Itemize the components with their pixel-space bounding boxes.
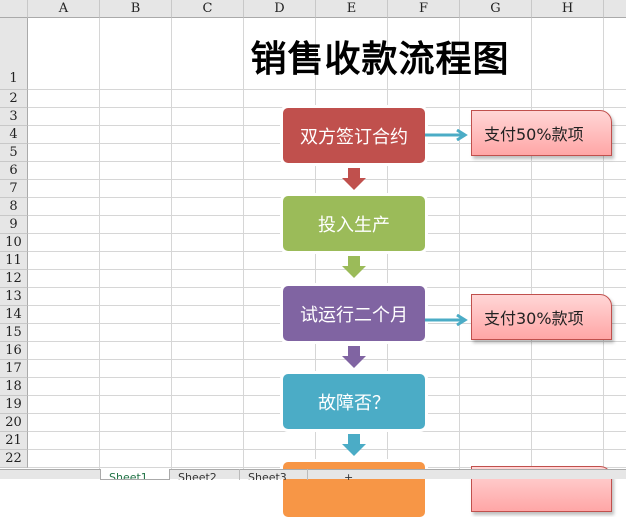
sheet-tab-bar: Sheet1 Sheet2 Sheet3 + bbox=[0, 469, 626, 480]
column-header-I[interactable] bbox=[604, 0, 626, 18]
row-header-10[interactable]: 10 bbox=[0, 234, 28, 252]
gridline bbox=[28, 341, 626, 342]
row-header-7[interactable]: 7 bbox=[0, 180, 28, 198]
flow-step-1[interactable]: 双方签订合约 bbox=[283, 108, 425, 163]
gridline bbox=[531, 18, 532, 479]
row-header-12[interactable]: 12 bbox=[0, 270, 28, 288]
down-arrow-icon bbox=[342, 346, 366, 368]
gridline bbox=[243, 18, 244, 479]
column-header-G[interactable]: G bbox=[460, 0, 532, 18]
row-header-3[interactable]: 3 bbox=[0, 108, 28, 126]
row-header-9[interactable]: 9 bbox=[0, 216, 28, 234]
gridline bbox=[28, 179, 626, 180]
gridline bbox=[28, 107, 626, 108]
row-header-22[interactable]: 22 bbox=[0, 450, 28, 468]
callout-payment-50[interactable]: 支付50%款项 bbox=[471, 110, 612, 156]
row-header-8[interactable]: 8 bbox=[0, 198, 28, 216]
row-header-11[interactable]: 11 bbox=[0, 252, 28, 270]
row-header-14[interactable]: 14 bbox=[0, 306, 28, 324]
gridline bbox=[459, 18, 460, 479]
chart-title: 销售收款流程图 bbox=[250, 39, 510, 80]
column-header-D[interactable]: D bbox=[244, 0, 316, 18]
gridline bbox=[603, 18, 604, 479]
column-header-H[interactable]: H bbox=[532, 0, 604, 18]
row-header-21[interactable]: 21 bbox=[0, 432, 28, 450]
gridline bbox=[99, 18, 100, 479]
gridline bbox=[28, 89, 626, 90]
gridline bbox=[171, 18, 172, 479]
row-header-20[interactable]: 20 bbox=[0, 414, 28, 432]
down-arrow-icon bbox=[342, 434, 366, 456]
row-header-1[interactable]: 1 bbox=[0, 18, 28, 90]
flow-step-4[interactable]: 故障否？ bbox=[283, 374, 425, 429]
down-arrow-icon bbox=[342, 168, 366, 190]
sheet-tab-2[interactable]: Sheet2 bbox=[170, 469, 240, 480]
row-header-5[interactable]: 5 bbox=[0, 144, 28, 162]
sheet-tab-1[interactable]: Sheet1 bbox=[100, 469, 170, 480]
callout-payment-30[interactable]: 支付30%款项 bbox=[471, 294, 612, 340]
connector-arrow-icon bbox=[425, 311, 471, 327]
row-header-6[interactable]: 6 bbox=[0, 162, 28, 180]
row-header-18[interactable]: 18 bbox=[0, 378, 28, 396]
sheet-tab-3[interactable]: Sheet3 bbox=[240, 469, 308, 480]
row-header-2[interactable]: 2 bbox=[0, 90, 28, 108]
gridline bbox=[28, 449, 626, 450]
flow-step-2[interactable]: 投入生产 bbox=[283, 196, 425, 251]
row-header-13[interactable]: 13 bbox=[0, 288, 28, 306]
column-header-F[interactable]: F bbox=[388, 0, 460, 18]
column-header-E[interactable]: E bbox=[316, 0, 388, 18]
down-arrow-icon bbox=[342, 256, 366, 278]
gridline bbox=[28, 431, 626, 432]
row-header-17[interactable]: 17 bbox=[0, 360, 28, 378]
row-header-19[interactable]: 19 bbox=[0, 396, 28, 414]
flow-step-3[interactable]: 试运行二个月 bbox=[283, 286, 425, 341]
connector-arrow-icon bbox=[425, 126, 471, 142]
column-header-C[interactable]: C bbox=[172, 0, 244, 18]
gridline bbox=[28, 251, 626, 252]
row-header-16[interactable]: 16 bbox=[0, 342, 28, 360]
row-header-4[interactable]: 4 bbox=[0, 126, 28, 144]
gridline bbox=[28, 269, 626, 270]
row-header-15[interactable]: 15 bbox=[0, 324, 28, 342]
add-sheet-button[interactable]: + bbox=[344, 471, 354, 480]
gridline bbox=[28, 359, 626, 360]
column-header-A[interactable]: A bbox=[28, 0, 100, 18]
select-all-corner[interactable] bbox=[0, 0, 28, 18]
column-header-B[interactable]: B bbox=[100, 0, 172, 18]
